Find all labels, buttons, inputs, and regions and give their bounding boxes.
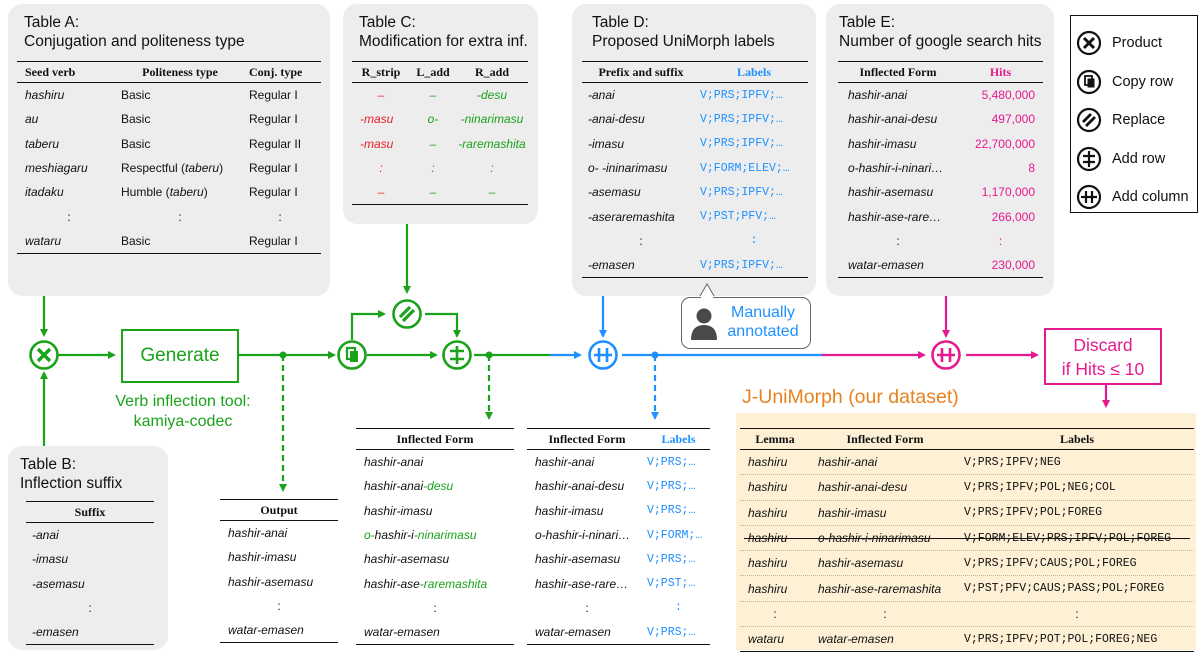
- person-icon: [689, 306, 719, 340]
- table-header: Suffix: [26, 502, 154, 523]
- table-c-title: Table C: Modification for extra inf.: [359, 14, 528, 50]
- generate-label: Generate: [140, 345, 220, 366]
- discard-box: Discard if Hits ≤ 10: [1044, 328, 1162, 385]
- table-c-panel: [343, 4, 538, 224]
- legend-item: Copy row: [1076, 63, 1189, 102]
- table-d-panel: [572, 4, 816, 296]
- legend-label: Replace: [1112, 112, 1166, 129]
- table-a-panel: [8, 4, 330, 296]
- tool-label: Verb inflection tool: kamiya-codec: [115, 393, 251, 430]
- table-header: Inflected Form: [356, 429, 514, 450]
- replace-node: [391, 298, 423, 330]
- legend: [1070, 15, 1198, 213]
- table-e-panel: [826, 4, 1054, 296]
- table-header: Output: [220, 500, 338, 521]
- discarded-row-strikethrough: [744, 537, 1190, 540]
- dataset-panel: [736, 413, 1196, 650]
- table-row: :::: [740, 600, 1194, 626]
- legend-item: Replace: [1076, 101, 1189, 140]
- dataset-title: J-UniMorph (our dataset): [742, 386, 959, 408]
- add-column-icon: [1076, 184, 1102, 210]
- product-icon: [1076, 30, 1102, 56]
- copy-row-node: [336, 339, 368, 371]
- legend-label: Add column: [1112, 189, 1189, 206]
- legend-item: Add column: [1076, 178, 1189, 217]
- product-node: [28, 339, 60, 371]
- add-row-node: [441, 339, 473, 371]
- table-b-panel: [8, 446, 168, 650]
- add-row-icon: [1076, 146, 1102, 172]
- add-column-node-e: [930, 339, 962, 371]
- generate-box: Generate: [121, 329, 239, 383]
- table-e-title: Table E: Number of google search hits: [839, 14, 1042, 50]
- legend-item: Add row: [1076, 140, 1189, 179]
- table-b-title: Table B: Inflection suffix: [20, 456, 123, 492]
- legend-label: Copy row: [1112, 73, 1174, 90]
- manual-label: Manually annotated: [727, 304, 799, 340]
- legend-item: Product: [1076, 24, 1189, 63]
- legend-label: Add row: [1112, 150, 1166, 167]
- table-d-title: Table D: Proposed UniMorph labels: [592, 14, 775, 50]
- replace-icon: [1076, 107, 1102, 133]
- legend-label: Product: [1112, 35, 1162, 52]
- copy-row-icon: [1076, 69, 1102, 95]
- add-column-node-d: [587, 339, 619, 371]
- table-a-title: Table A: Conjugation and politeness type: [24, 14, 245, 50]
- table-b: Suffix-anai-imasu-asemasu:-emasen: [26, 501, 154, 646]
